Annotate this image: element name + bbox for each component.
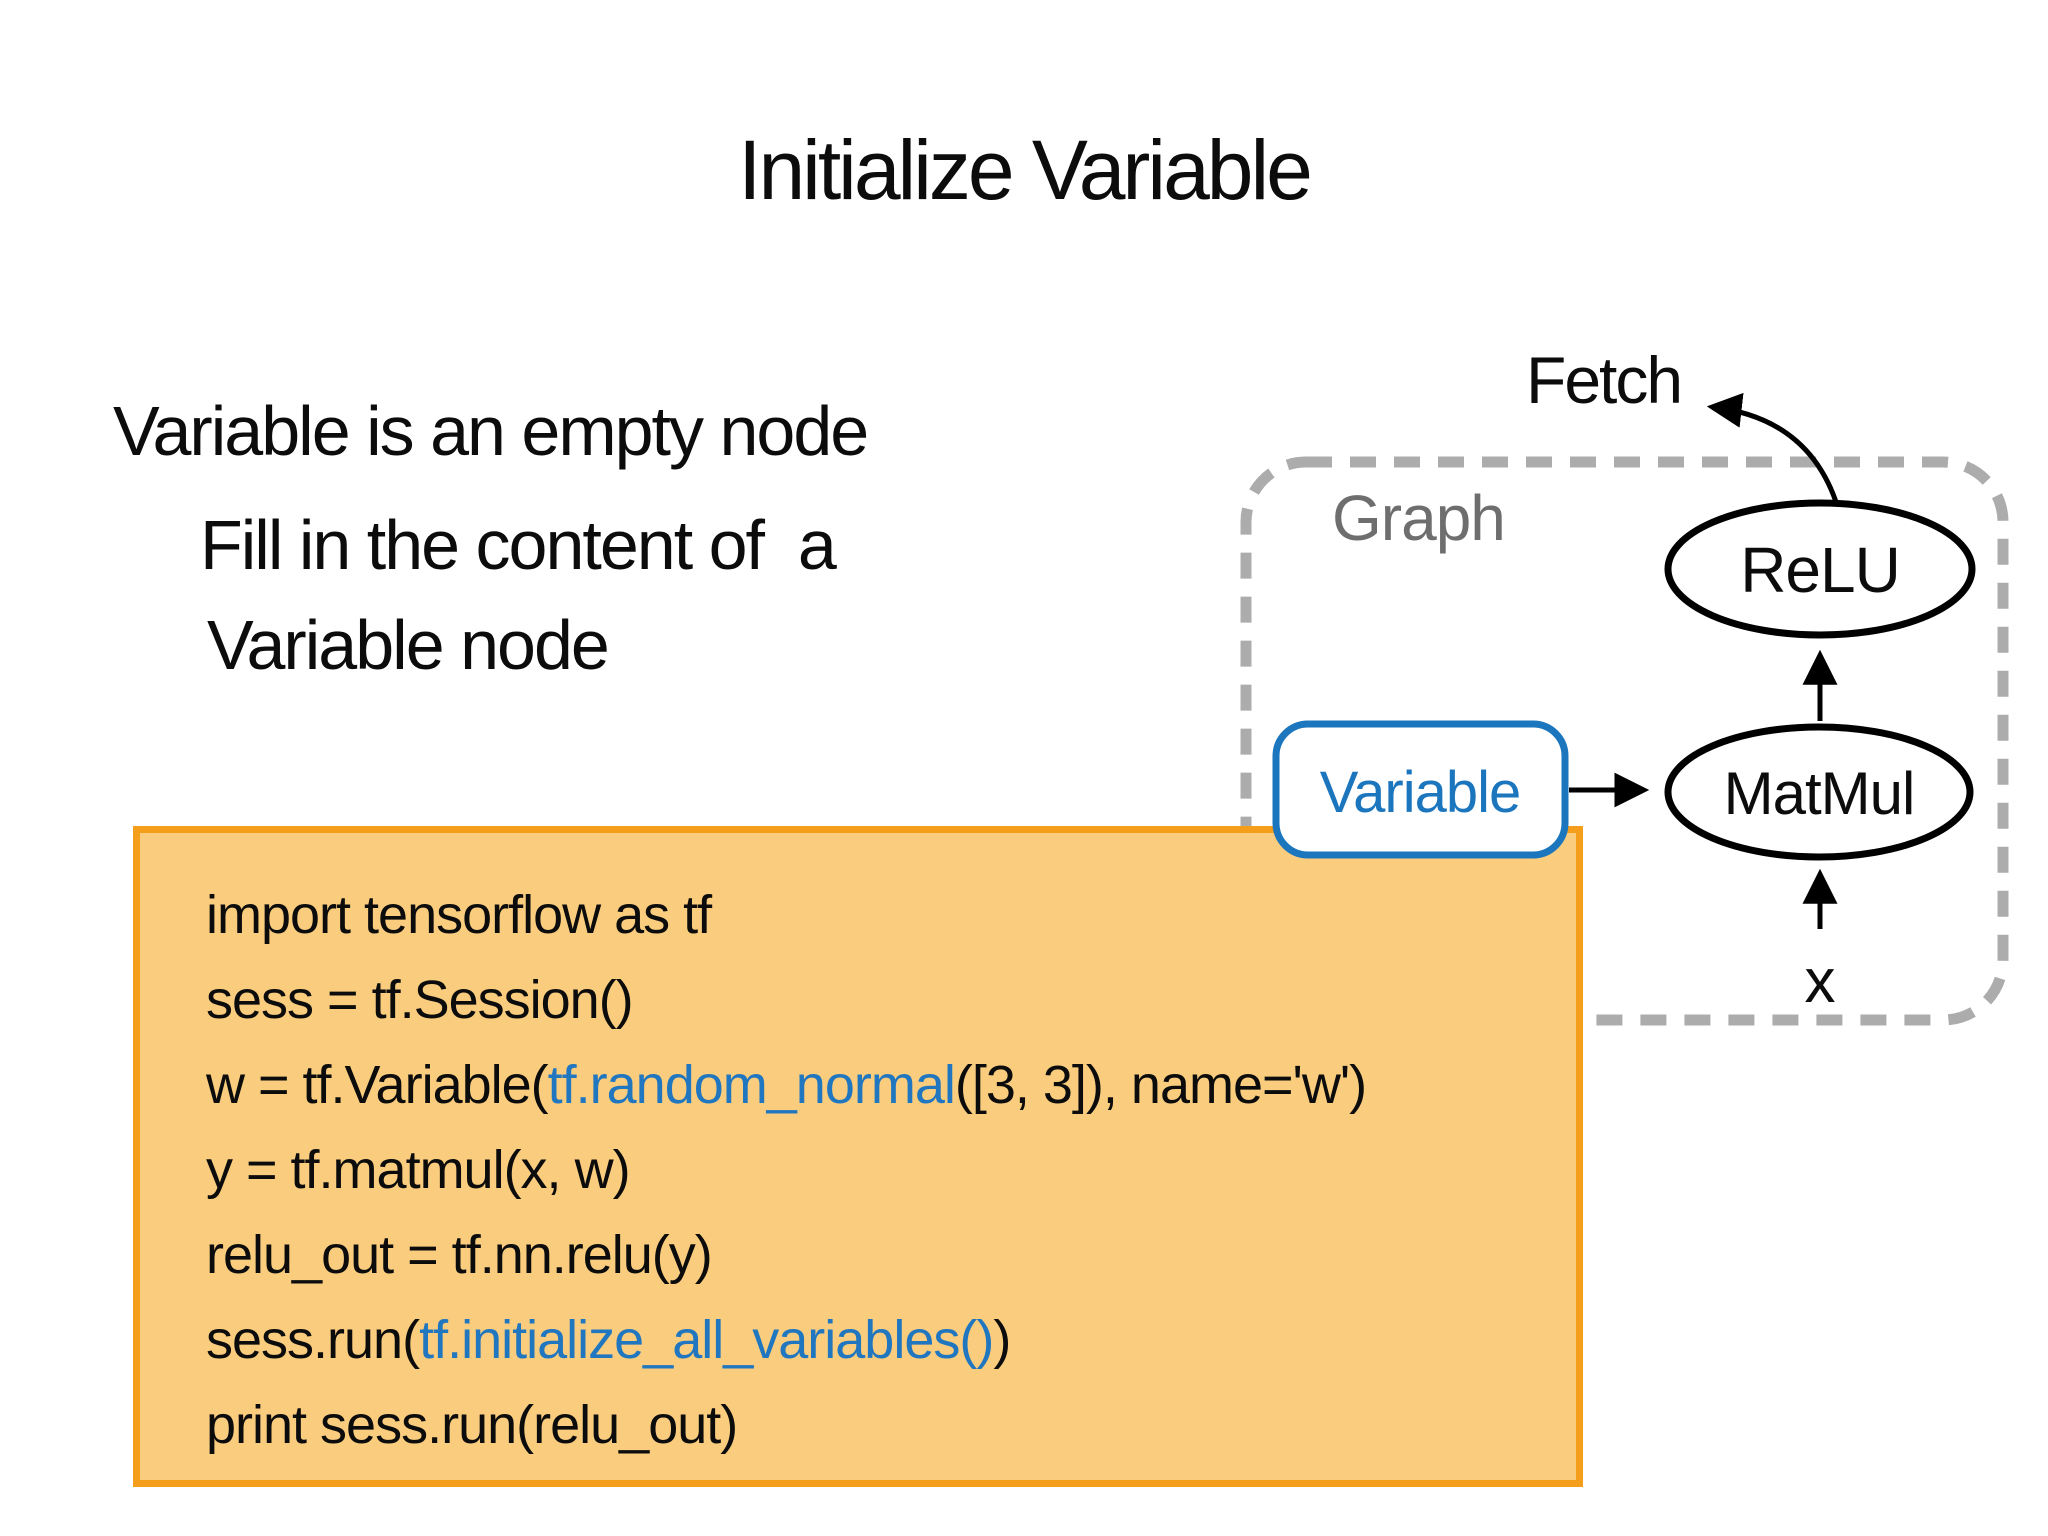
graph-dashed-boundary	[1240, 456, 2009, 1026]
slide-title: Initialize Variable	[738, 123, 1313, 217]
bullet-line-2: Fill in the content of a	[200, 506, 837, 584]
code-segment: relu_out = tf.nn.relu(y)	[206, 1225, 713, 1285]
code-line: y = tf.matmul(x, w)	[206, 1128, 1576, 1213]
code-line: relu_out = tf.nn.relu(y)	[206, 1213, 1576, 1298]
code-segment: sess = tf.Session()	[206, 970, 634, 1030]
bullet-line-1: Variable is an empty node	[113, 392, 869, 470]
code-line: sess = tf.Session()	[206, 958, 1576, 1043]
code-segment: w = tf.Variable(	[206, 1055, 549, 1115]
code-line: import tensorflow as tf	[206, 873, 1576, 958]
bullet-line-3: Variable node	[207, 606, 610, 684]
code-block: import tensorflow as tf sess = tf.Session…	[133, 826, 1583, 1487]
code-segment: y = tf.matmul(x, w)	[206, 1140, 631, 1200]
code-segment-highlight: tf.random_normal	[547, 1055, 956, 1115]
code-segment-highlight: tf.initialize_all_variables()	[419, 1310, 994, 1370]
code-segment: sess.run(	[206, 1310, 420, 1370]
code-segment: print sess.run(relu_out)	[206, 1395, 738, 1455]
code-line: w = tf.Variable(tf.random_normal([3, 3])…	[206, 1043, 1576, 1128]
code-segment: import tensorflow as tf	[206, 885, 712, 945]
code-segment: )	[993, 1310, 1011, 1370]
code-line: sess.run(tf.initialize_all_variables())	[206, 1298, 1576, 1383]
code-lines: import tensorflow as tf sess = tf.Session…	[206, 873, 1576, 1468]
graph-label: Graph	[1332, 482, 1505, 554]
code-line: print sess.run(relu_out)	[206, 1383, 1576, 1468]
code-segment: ([3, 3]), name='w')	[954, 1055, 1367, 1115]
